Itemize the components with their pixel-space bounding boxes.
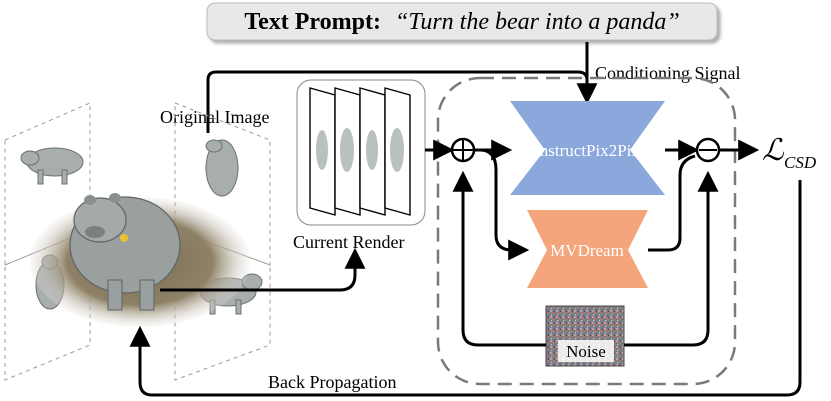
- mvdream-to-sub-arrow: [648, 154, 696, 252]
- mvdream-label: MVDream: [550, 241, 624, 260]
- subtract-node: [695, 137, 721, 163]
- bear-view-top-left: [20, 147, 84, 185]
- svg-text:Text Prompt: “Turn the b: Text Prompt: “Turn the bear into a panda…: [244, 9, 679, 35]
- instructpix2pix-block: InstructPix2Pix: [510, 101, 665, 195]
- loss-symbol: ℒ: [762, 134, 785, 167]
- prompt-label: Text Prompt:: [244, 9, 381, 35]
- render-frame-4: [384, 87, 411, 216]
- loss-label: ℒ CSD: [762, 134, 817, 172]
- add-node: [450, 137, 476, 163]
- csd-module-box: [436, 76, 737, 386]
- noise-to-add-arrow: [452, 170, 546, 347]
- render-frame-2: [334, 87, 361, 216]
- text-prompt-box: Text Prompt: “Turn the bear into a panda…: [206, 2, 718, 41]
- mvdream-block: MVDream: [527, 210, 648, 288]
- scene-image: [30, 193, 250, 327]
- bear-view-top-right: [205, 139, 239, 197]
- back-propagation-arrow: [129, 180, 802, 397]
- current-render-label: Current Render: [293, 232, 404, 252]
- render-frame-1: [309, 87, 336, 216]
- render-connector: [160, 247, 366, 292]
- conditioning-label: Conditioning Signal: [595, 63, 741, 83]
- noise-to-sub-arrow: [624, 170, 719, 347]
- prompt-text: “Turn the bear into a panda”: [395, 9, 680, 35]
- back-propagation-label: Back Propagation: [268, 372, 396, 392]
- original-image-connector: [206, 70, 589, 133]
- add-to-mvdream-arrow: [479, 148, 530, 261]
- instructpix2pix-label: InstructPix2Pix: [534, 141, 640, 160]
- noise-label: Noise: [566, 342, 606, 361]
- loss-subscript: CSD: [784, 153, 817, 172]
- original-image-label: Original Image: [160, 107, 269, 127]
- noise-block: Noise: [545, 305, 625, 367]
- render-frame-3: [359, 87, 386, 216]
- current-render-stack: [296, 79, 426, 226]
